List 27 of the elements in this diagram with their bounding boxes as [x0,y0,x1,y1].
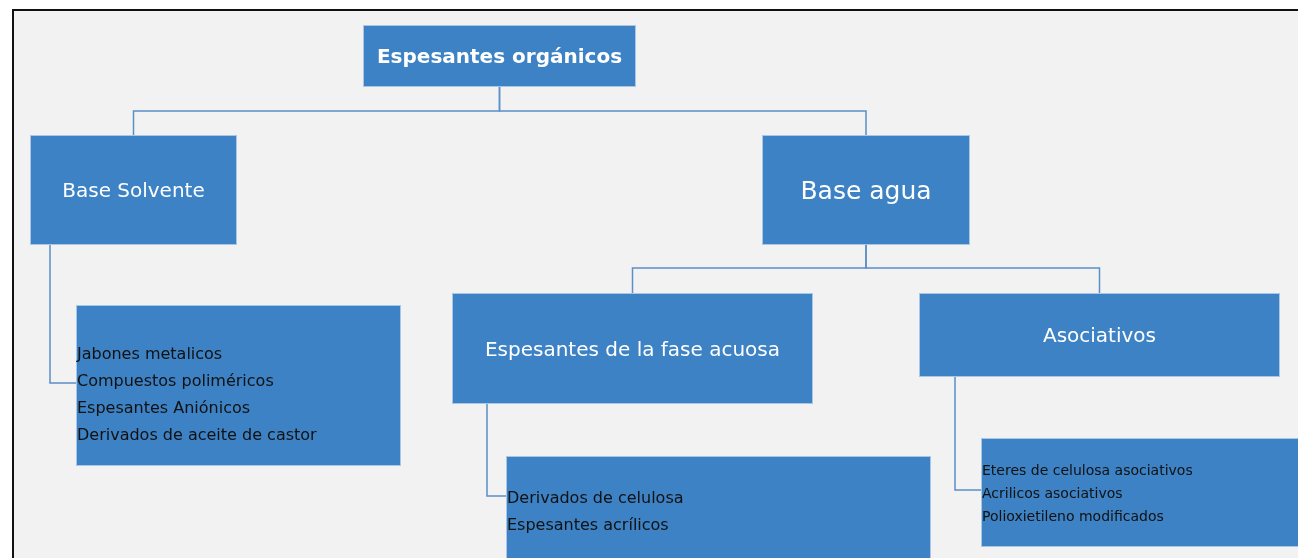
box-title: Asociativos [1042,323,1156,347]
box-title: Espesantes de la fase acuosa [484,336,781,361]
list-item: Jabones metalicos [77,343,223,365]
connector-line [486,403,507,497]
list-box [506,456,931,558]
category-box [363,25,636,87]
box-title: Base Solvente [62,178,205,202]
list-item: Compuestos poliméricos [77,370,274,392]
list-item: Espesantes Aniónicos [77,397,251,419]
list-item: Polioxietileno modificados [982,507,1164,526]
list-item: Derivados de aceite de castor [77,424,317,446]
box-title: Base agua [800,175,932,205]
category-box [762,135,970,245]
connector-line [865,244,1101,294]
connector-line [498,86,867,136]
list-box [981,438,1298,547]
list-item: Eteres de celulosa asociativos [982,461,1193,480]
list-box [76,305,401,466]
category-box [452,293,813,404]
connector-line [954,376,982,491]
category-box [919,293,1280,377]
list-item: Acrilicos asociativos [982,484,1123,503]
box-title: Espesantes orgánicos [376,44,623,68]
list-item: Espesantes acrílicos [507,514,669,536]
category-box [30,135,237,245]
list-item: Derivados de celulosa [507,487,684,509]
connector-line [49,244,77,384]
